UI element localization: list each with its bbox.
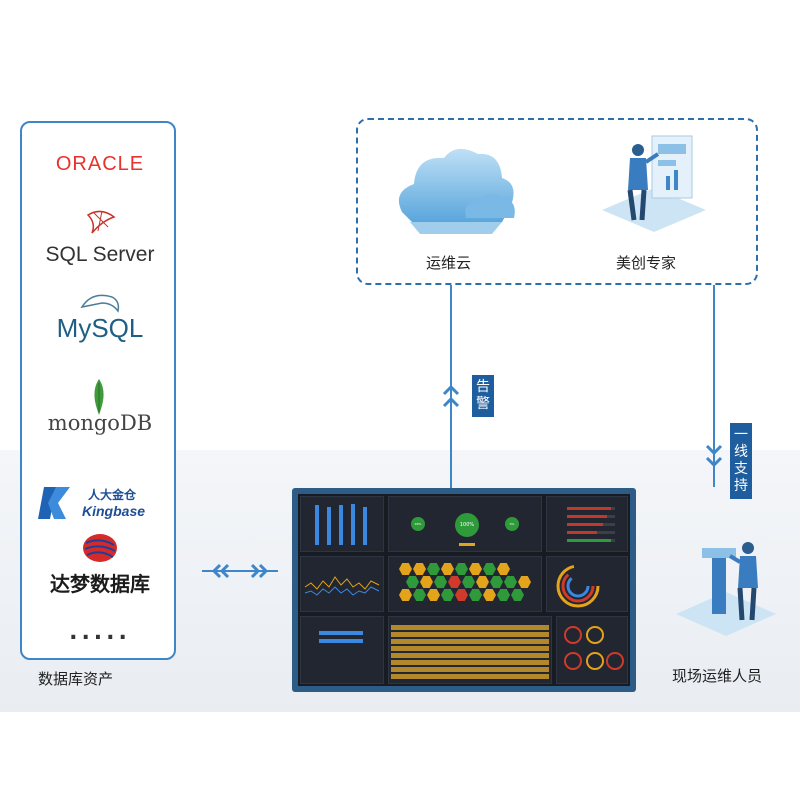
log-row bbox=[391, 625, 549, 630]
bar-chart-panel bbox=[300, 496, 384, 552]
progress-bar bbox=[567, 515, 607, 518]
status-hex bbox=[420, 576, 433, 588]
line-chart-panel bbox=[300, 556, 384, 612]
status-hex bbox=[497, 563, 510, 575]
status-hex bbox=[455, 589, 468, 601]
oracle-logo: ORACLE bbox=[55, 153, 145, 175]
status-hex bbox=[399, 563, 412, 575]
status-hex bbox=[427, 589, 440, 601]
kingbase-k-icon bbox=[38, 487, 70, 519]
hexagon-status-panel bbox=[388, 556, 542, 612]
kingbase-en-text: Kingbase bbox=[82, 503, 146, 519]
line-chart bbox=[304, 576, 380, 596]
cloud-services-box bbox=[356, 118, 758, 285]
kingbase-logo: 人大金仓 Kingbase bbox=[22, 485, 178, 525]
dashboard-bar bbox=[315, 505, 319, 545]
expert-label: 美创专家 bbox=[616, 254, 677, 272]
log-row bbox=[391, 660, 549, 665]
ring-gauges-panel bbox=[556, 616, 628, 684]
status-hex bbox=[483, 589, 496, 601]
dashboard-bar bbox=[339, 505, 343, 545]
dameng-logo: 达梦数据库 bbox=[50, 572, 150, 596]
more-databases-ellipsis: ..... bbox=[69, 620, 131, 645]
support-down-arrows-icon bbox=[705, 444, 723, 468]
log-row bbox=[391, 674, 549, 679]
status-hex bbox=[469, 563, 482, 575]
ring-gauges bbox=[564, 626, 624, 670]
alert-tag: 告警 bbox=[472, 375, 494, 417]
sqlserver-logo: SQL Server bbox=[45, 243, 155, 266]
log-row bbox=[391, 667, 549, 672]
bottom-bar bbox=[319, 639, 363, 643]
dashboard-monitor: 99% 100% 0% bbox=[292, 488, 636, 692]
gauge-indicator bbox=[459, 543, 475, 546]
support-tag: 一线支持 bbox=[730, 423, 752, 499]
status-hex bbox=[483, 563, 496, 575]
status-hex bbox=[511, 589, 524, 601]
status-hex bbox=[462, 576, 475, 588]
dashboard-bar bbox=[363, 507, 367, 545]
cloud-icon bbox=[398, 148, 515, 234]
status-hex bbox=[413, 589, 426, 601]
log-row bbox=[391, 646, 549, 651]
progress-bar bbox=[567, 523, 603, 526]
dolphin-icon bbox=[80, 294, 120, 313]
mysql-logo: MySQL bbox=[56, 313, 144, 343]
sqlserver-icon bbox=[86, 210, 116, 234]
log-row bbox=[391, 639, 549, 644]
mongodb-logo: mongoDB bbox=[47, 411, 153, 435]
mongodb-leaf-icon bbox=[94, 379, 104, 415]
status-hex bbox=[490, 576, 503, 588]
status-hex bbox=[427, 563, 440, 575]
progress-bar bbox=[567, 507, 611, 510]
status-hex bbox=[504, 576, 517, 588]
log-row bbox=[391, 632, 549, 637]
status-hex bbox=[434, 576, 447, 588]
onsite-operator-icon bbox=[676, 542, 776, 636]
status-hex bbox=[497, 589, 510, 601]
dashboard-bar bbox=[327, 507, 331, 545]
status-hex bbox=[469, 589, 482, 601]
status-hex bbox=[406, 576, 419, 588]
log-table-panel bbox=[388, 616, 552, 684]
progress-bar bbox=[567, 539, 611, 542]
progress-bars-panel bbox=[546, 496, 628, 552]
status-hex bbox=[448, 576, 461, 588]
onsite-ops-label: 现场运维人员 bbox=[672, 667, 763, 685]
status-hex bbox=[476, 576, 489, 588]
ops-cloud-label: 运维云 bbox=[426, 254, 472, 272]
expert-icon bbox=[602, 135, 706, 232]
bottom-bar bbox=[319, 631, 363, 635]
right-gauge: 0% bbox=[505, 517, 519, 531]
bottom-bars-panel bbox=[300, 616, 384, 684]
left-gauge: 99% bbox=[411, 517, 425, 531]
log-row bbox=[391, 653, 549, 658]
center-gauge: 100% bbox=[455, 513, 479, 537]
gauge-panel: 99% 100% 0% bbox=[388, 496, 542, 552]
database-assets-panel: ORACLE SQL Server MySQL mongoDB 人大金仓 Kin… bbox=[20, 121, 176, 660]
status-hex bbox=[441, 589, 454, 601]
status-hex bbox=[399, 589, 412, 601]
bidirectional-arrow-icon bbox=[202, 563, 278, 579]
donut-chart bbox=[556, 564, 600, 608]
dashboard-screen: 99% 100% 0% bbox=[298, 494, 630, 686]
support-connector-line bbox=[713, 285, 715, 487]
donut-chart-panel bbox=[546, 556, 628, 612]
database-assets-caption: 数据库资产 bbox=[38, 670, 114, 688]
dameng-icon bbox=[83, 534, 117, 562]
status-hex bbox=[413, 563, 426, 575]
status-hex bbox=[518, 576, 531, 588]
status-hex bbox=[455, 563, 468, 575]
alert-up-arrows-icon bbox=[442, 384, 460, 408]
kingbase-cn-text: 人大金仓 bbox=[88, 488, 137, 502]
status-hex bbox=[441, 563, 454, 575]
dashboard-bar bbox=[351, 504, 355, 545]
progress-bar bbox=[567, 531, 597, 534]
